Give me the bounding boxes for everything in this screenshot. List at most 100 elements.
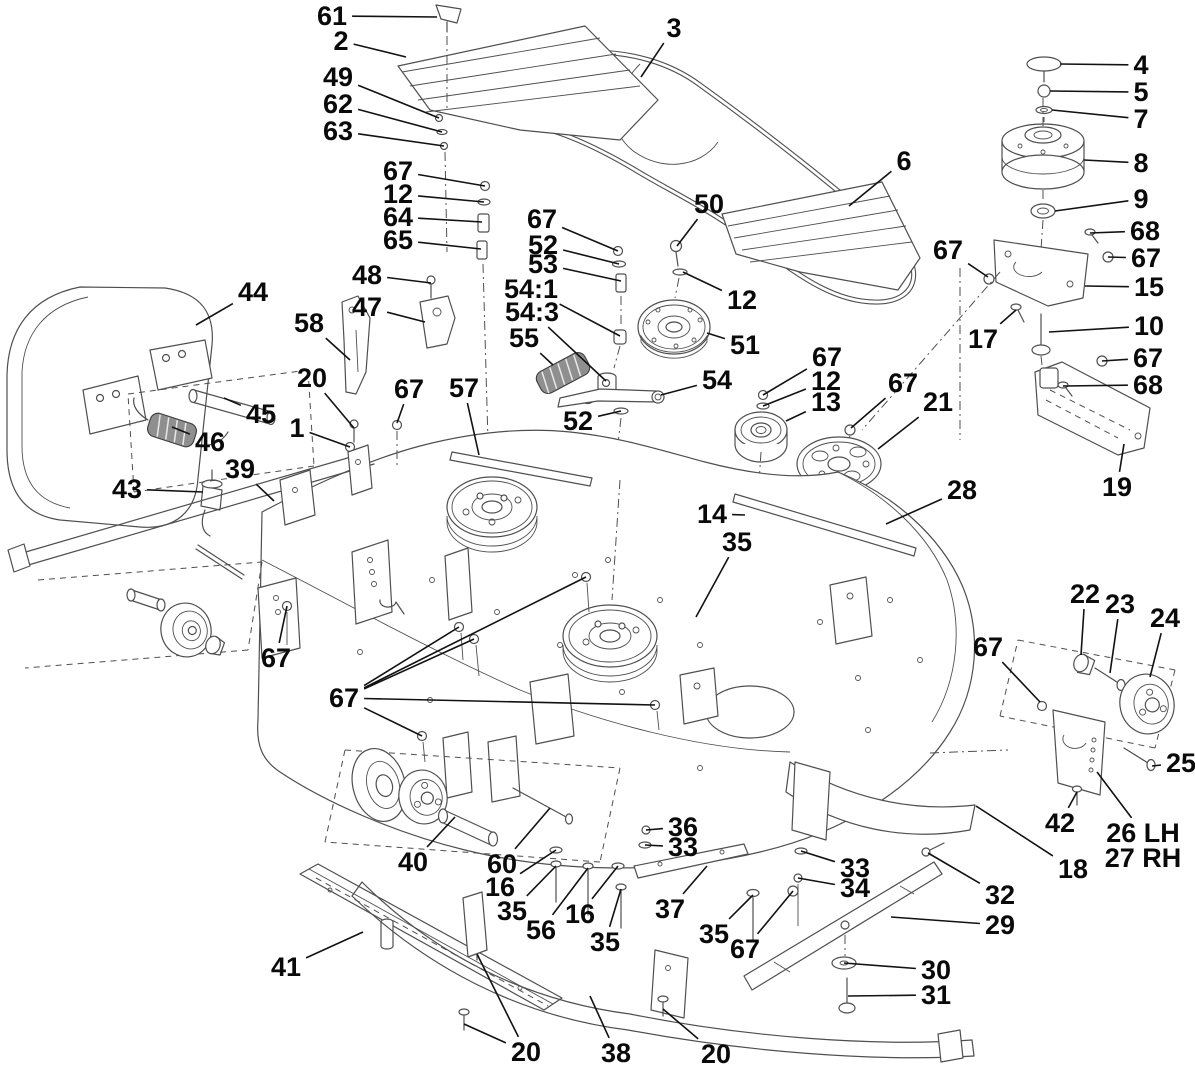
- front-skirt-part38: [351, 881, 975, 1063]
- leader-line-5: [1049, 90, 1129, 93]
- deflector-rod-part45: [188, 388, 276, 426]
- callout-35-77: 35: [699, 919, 729, 949]
- callout-58-13: 58: [294, 308, 324, 338]
- bracket-parts47-48: [419, 275, 456, 349]
- callout-63-5: 63: [323, 116, 353, 146]
- callout-44-12: 44: [238, 277, 268, 307]
- leader-line-68: [1062, 384, 1128, 387]
- caster-wheel-right-parts22-27: [929, 639, 1176, 806]
- callout-65-9: 65: [383, 225, 413, 255]
- leader-line-25: [1151, 764, 1161, 767]
- leader-line-54:1: [559, 303, 621, 337]
- leader-line-49: [357, 84, 440, 119]
- leader-line-26 LH: [1096, 771, 1133, 819]
- callout-67-16: 67: [527, 204, 557, 234]
- leader-line-67: [363, 638, 475, 690]
- deflector-spring-part46: [133, 397, 229, 448]
- callout-35-73: 35: [590, 927, 620, 957]
- callout-64-8: 64: [383, 202, 413, 232]
- callout-16-69: 16: [485, 872, 515, 902]
- deck-brackets: [195, 451, 917, 803]
- callout-9-38: 9: [1133, 184, 1148, 214]
- callout-17-43: 17: [968, 324, 998, 354]
- callout-1-49: 1: [289, 413, 304, 443]
- leader-line-56: [551, 867, 589, 916]
- callout-8-37: 8: [1133, 148, 1148, 178]
- leader-line-45: [223, 397, 242, 407]
- leader-line-33: [800, 850, 836, 863]
- leader-line-37: [682, 865, 708, 895]
- callout-41-85: 41: [271, 952, 301, 982]
- callout-56-71: 56: [526, 915, 556, 945]
- callout-50-15: 50: [694, 189, 724, 219]
- callout-67-6: 67: [383, 156, 413, 186]
- callout-7-36: 7: [1133, 104, 1148, 134]
- callout-38-87: 38: [601, 1038, 631, 1068]
- callout-16-72: 16: [565, 899, 595, 929]
- callout-23-59: 23: [1105, 589, 1135, 619]
- mount-bolt-part10: [1031, 313, 1051, 375]
- callout-54-24: 54: [702, 365, 732, 395]
- callout-22-58: 22: [1070, 579, 1100, 609]
- callout-10-44: 10: [1134, 311, 1164, 341]
- gauge-wheels-mid-part40-60: [324, 748, 621, 863]
- leader-line-67: [364, 697, 656, 706]
- leader-line-65: [418, 241, 482, 250]
- frame-rail-part39: [7, 444, 375, 669]
- callout-30-83: 30: [921, 955, 951, 985]
- leader-line-67: [1001, 661, 1041, 703]
- leader-line-67: [756, 890, 794, 935]
- leader-line-67: [1101, 358, 1128, 362]
- leader-line-43: [147, 489, 204, 493]
- callout-67-42: 67: [933, 235, 963, 265]
- leader-line-12: [682, 271, 723, 292]
- leader-line-47: [386, 311, 426, 323]
- callout-32-81: 32: [985, 880, 1015, 910]
- leader-line-18: [975, 805, 1054, 857]
- callout-33-75: 33: [668, 832, 698, 862]
- callout-52-17: 52: [528, 230, 558, 260]
- leader-line-28: [885, 498, 943, 525]
- callout-3-2: 3: [666, 13, 681, 43]
- leader-line-24: [1149, 632, 1162, 678]
- leader-line-34: [797, 877, 836, 886]
- callout-68-39: 68: [1130, 216, 1160, 246]
- leader-line-30: [843, 962, 916, 970]
- leader-line-62: [357, 108, 443, 133]
- leader-line-20: [476, 953, 520, 1038]
- callout-20-48: 20: [297, 363, 327, 393]
- callout-67-45: 67: [1133, 343, 1163, 373]
- callout-4-34: 4: [1133, 50, 1148, 80]
- leader-line-67: [363, 576, 587, 689]
- callout-13-28: 13: [811, 387, 841, 417]
- callout-42-63: 42: [1045, 808, 1075, 838]
- leader-line-32: [927, 852, 981, 884]
- leader-line-8: [1083, 159, 1129, 164]
- leader-line-6: [848, 170, 892, 207]
- callout-67-29: 67: [888, 368, 918, 398]
- leader-line-12: [762, 388, 807, 407]
- callout-54:1-19: 54:1: [504, 274, 558, 304]
- callout-57-51: 57: [449, 373, 479, 403]
- callout-37-76: 37: [655, 894, 685, 924]
- cover-clip-part61: [435, 4, 462, 110]
- callout-43-55: 43: [112, 474, 142, 504]
- leader-line-54: [660, 384, 698, 396]
- callout-62-4: 62: [323, 89, 353, 119]
- callout-52-25: 52: [563, 406, 593, 436]
- leader-line-50: [676, 218, 699, 247]
- callout-20-86: 20: [511, 1037, 541, 1067]
- leader-line-33: [644, 844, 663, 847]
- callout-67-26: 67: [812, 342, 842, 372]
- callout-34-80: 34: [840, 873, 870, 903]
- callout-31-84: 31: [921, 980, 951, 1010]
- callout-33-79: 33: [840, 853, 870, 883]
- callout-26 LH-64: 26 LH: [1106, 818, 1180, 848]
- leader-line-35: [695, 556, 730, 618]
- leader-line-67: [278, 605, 288, 644]
- leader-line-61: [352, 15, 438, 18]
- callout-54:3-20: 54:3: [505, 297, 559, 327]
